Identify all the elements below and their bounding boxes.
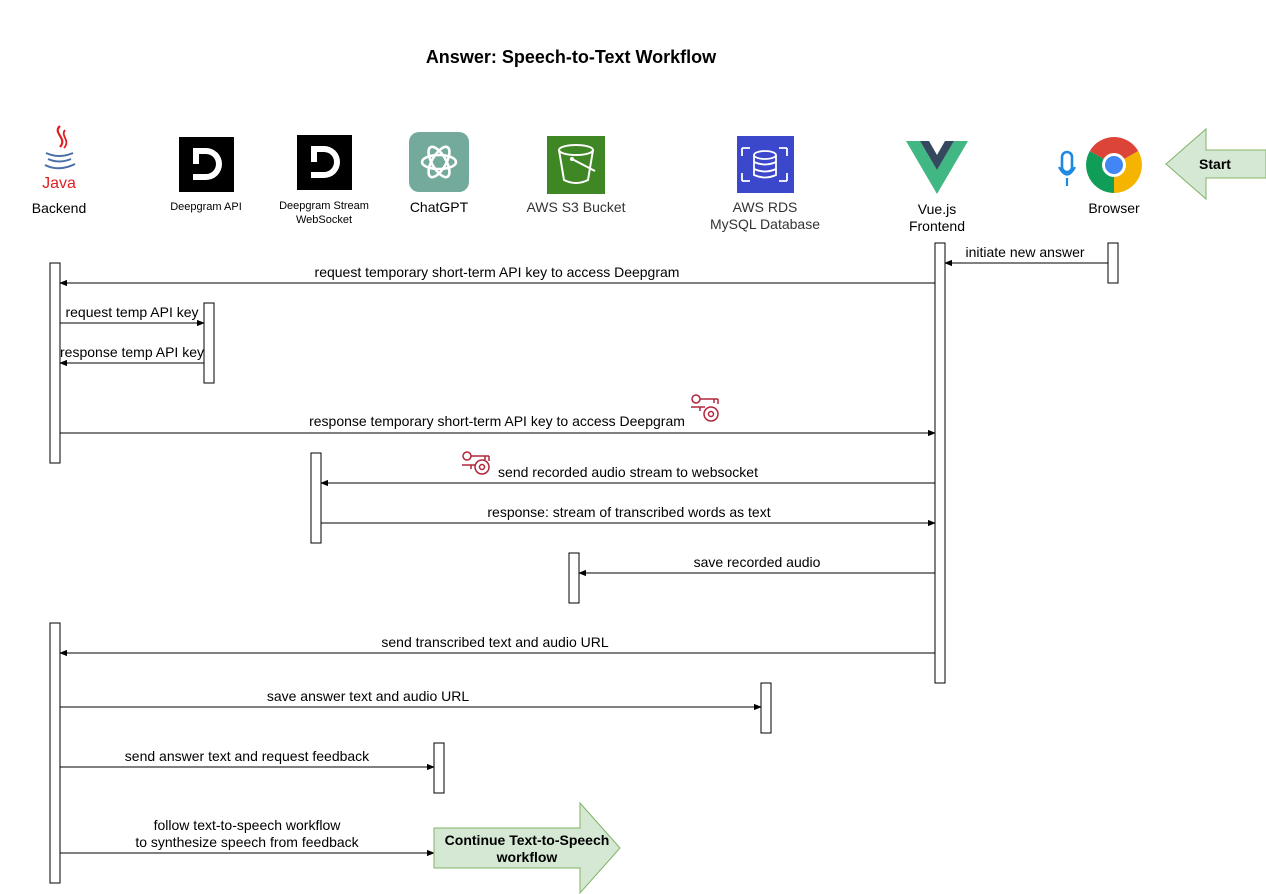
participant-browser: Browser	[1088, 200, 1140, 216]
java-logo-text: Java	[42, 175, 76, 192]
participant-vue-line1: Vue.js	[918, 201, 956, 217]
activation-deepgram-api	[203, 302, 215, 384]
message-follow-tts: follow text-to-speech workflow to synthe…	[60, 817, 435, 857]
svg-text:follow text-to-speech workflow: follow text-to-speech workflow	[154, 817, 342, 833]
svg-text:send answer text and request: send answer text and request feedback	[125, 748, 370, 764]
activation-s3	[568, 552, 580, 604]
s3-bucket-icon	[547, 136, 605, 194]
activation-browser	[1107, 242, 1119, 284]
svg-text:initiate new answer: initiate new answer	[965, 244, 1084, 260]
key-icon-2	[462, 451, 490, 475]
deepgram-stream-icon	[297, 135, 352, 190]
start-marker: Start	[1165, 127, 1266, 201]
participant-rds-line1: AWS RDS	[733, 199, 798, 215]
svg-text:send transcribed text and audi: send transcribed text and audio URL	[381, 634, 608, 650]
message-audio-stream: send recorded audio stream to websocket	[320, 464, 935, 487]
message-request-feedback: send answer text and request feedback	[60, 748, 435, 771]
svg-text:response: stream of transcribe: response: stream of transcribed words as…	[487, 504, 770, 520]
java-icon: Java	[42, 125, 76, 192]
chrome-icon	[1086, 137, 1142, 193]
activation-rds	[760, 682, 772, 734]
continue-tts-marker: Continue Text-to-Speech workflow	[433, 801, 621, 894]
message-initiate: initiate new answer	[944, 244, 1108, 267]
svg-text:response temporary short-term: response temporary short-term API key to…	[309, 413, 685, 429]
vue-icon	[906, 141, 968, 194]
participant-s3: AWS S3 Bucket	[526, 199, 625, 215]
rds-database-icon	[737, 136, 794, 193]
svg-text:request temporary short-term A: request temporary short-term API key to …	[315, 264, 680, 280]
message-transcription-stream: response: stream of transcribed words as…	[321, 504, 936, 527]
message-send-text-url: send transcribed text and audio URL	[59, 634, 935, 657]
svg-text:response temp API key: response temp API key	[60, 344, 204, 360]
svg-text:request temp API key: request temp API key	[65, 304, 198, 320]
activation-chatgpt	[433, 742, 445, 794]
message-request-temp-key: request temp API key	[60, 304, 205, 327]
participant-deepgram-ws-line2: WebSocket	[296, 214, 352, 226]
svg-text:to synthesize speech from feed: to synthesize speech from feedback	[135, 834, 359, 850]
svg-text:send recorded audio stream to: send recorded audio stream to websocket	[498, 464, 758, 480]
participant-deepgram-api: Deepgram API	[170, 201, 242, 213]
svg-text:save recorded audio: save recorded audio	[694, 554, 821, 570]
message-save-audio: save recorded audio	[578, 554, 935, 577]
activation-backend-1	[49, 262, 61, 464]
deepgram-icon	[179, 137, 234, 192]
activation-backend-2	[49, 622, 61, 884]
key-icon	[691, 394, 719, 422]
start-label: Start	[1199, 156, 1231, 172]
participant-backend: Backend	[32, 200, 86, 216]
activation-frontend	[934, 242, 946, 684]
chatgpt-icon	[409, 132, 469, 192]
participant-vue-line2: Frontend	[909, 218, 965, 234]
continue-label-line1: Continue Text-to-Speech	[445, 832, 610, 848]
microphone-icon	[1058, 150, 1076, 186]
message-response-temp-key: response temp API key	[59, 344, 204, 367]
participant-deepgram-ws-line1: Deepgram Stream	[279, 200, 369, 212]
diagram-title: Answer: Speech-to-Text Workflow	[426, 47, 717, 67]
svg-text:save answer text and audio URL: save answer text and audio URL	[267, 688, 470, 704]
continue-label-line2: workflow	[496, 849, 558, 865]
participant-rds-line2: MySQL Database	[710, 216, 820, 232]
message-response-key: response temporary short-term API key to…	[60, 413, 936, 437]
message-request-key: request temporary short-term API key to …	[59, 264, 935, 287]
participant-chatgpt: ChatGPT	[410, 199, 469, 215]
message-save-answer: save answer text and audio URL	[60, 688, 762, 711]
activation-deepgram-ws	[310, 452, 322, 544]
